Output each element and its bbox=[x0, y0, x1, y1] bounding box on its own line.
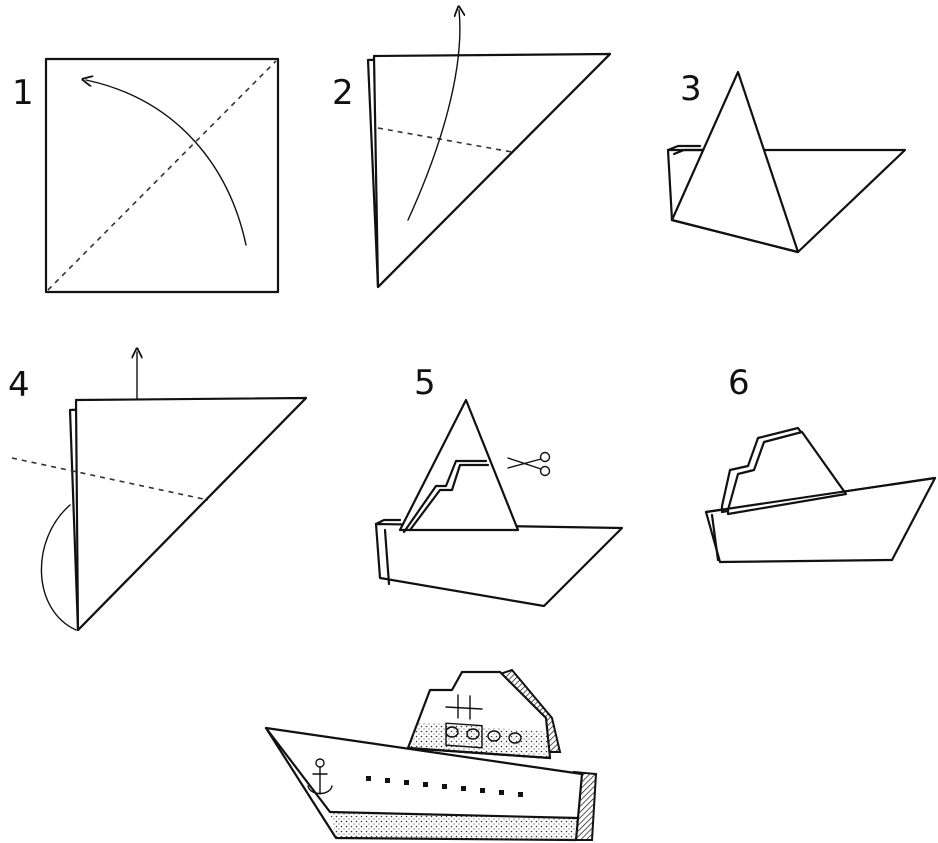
step-number: 5 bbox=[414, 363, 436, 403]
step-4: 4 bbox=[8, 352, 306, 630]
paper-triangle bbox=[374, 54, 610, 287]
step-5: 5 bbox=[376, 363, 622, 606]
finished-boat bbox=[266, 670, 596, 840]
step-number: 3 bbox=[680, 69, 702, 109]
step-number: 2 bbox=[332, 73, 354, 113]
back-flap-curve bbox=[41, 505, 76, 630]
step-number: 1 bbox=[12, 73, 34, 113]
step-6: 6 bbox=[706, 363, 935, 562]
scissors-icon bbox=[508, 453, 550, 476]
step-number: 6 bbox=[728, 363, 750, 403]
fold-arrow bbox=[86, 80, 246, 245]
diagonal-fold-line bbox=[48, 61, 276, 290]
step-1: 1 bbox=[12, 59, 278, 292]
step-number: 4 bbox=[8, 365, 30, 405]
paper-triangle bbox=[76, 398, 306, 630]
step-3: 3 bbox=[668, 69, 905, 252]
paper-hull bbox=[376, 524, 622, 606]
step-2: 2 bbox=[332, 10, 610, 287]
